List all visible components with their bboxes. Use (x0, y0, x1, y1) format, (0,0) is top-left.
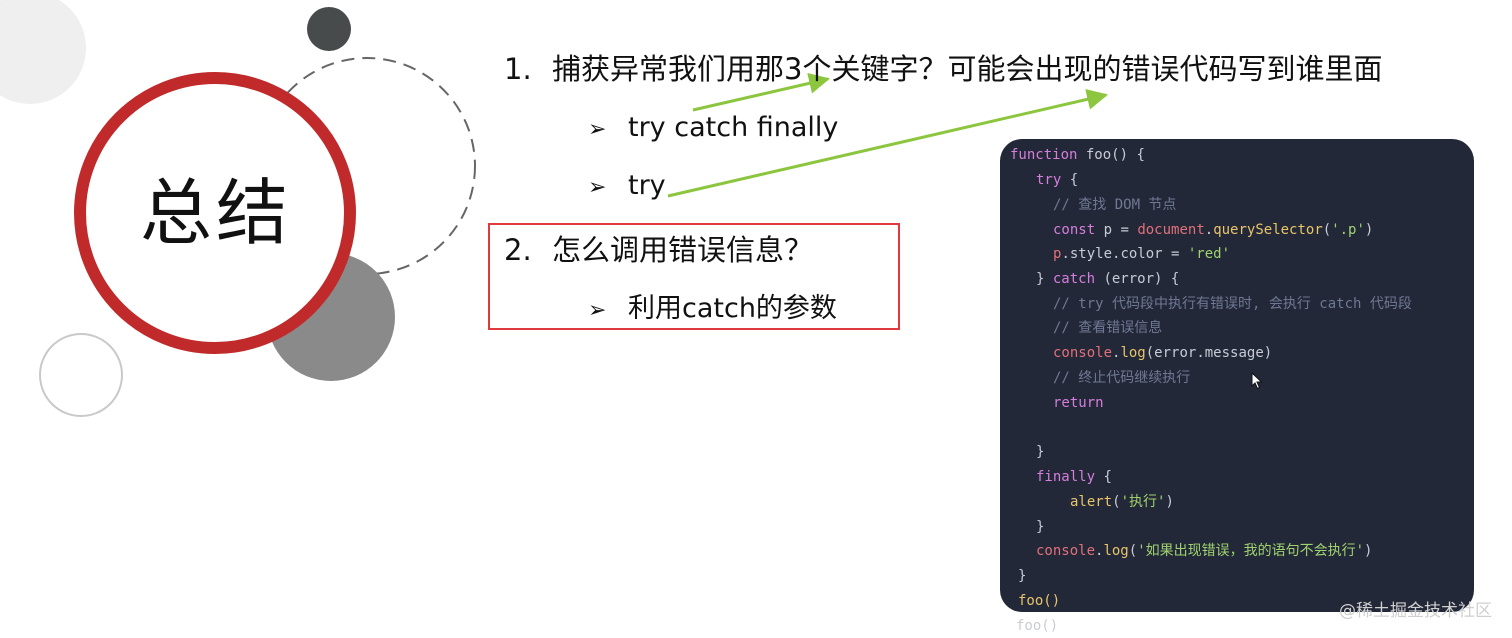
bullet-try-catch-finally: ➢ try catch finally (588, 109, 838, 149)
code-line-15: } (1036, 519, 1045, 535)
deco-circle-lightgray (0, 0, 86, 104)
code-line-9: console.log(error.message) (1053, 345, 1273, 361)
code-line-14: alert('执行') (1070, 494, 1174, 510)
code-line-17: } (1018, 568, 1027, 584)
bullet-arrow-icon: ➢ (588, 117, 607, 142)
mouse-cursor-icon (1251, 372, 1263, 390)
bullet-catch-param: ➢ 利用catch的参数 (588, 290, 837, 330)
code-line-12: } (1036, 444, 1045, 460)
bullet-text: try catch finally (628, 112, 839, 143)
deco-circle-outline (39, 333, 123, 417)
watermark: @稀土掘金技术社区 (1339, 601, 1492, 621)
code-line-1: function foo() { (1010, 147, 1145, 163)
bullet-try: ➢ try (588, 167, 666, 207)
code-screenshot-panel: function foo() { try { // 查找 DOM 节点 cons… (1000, 139, 1474, 612)
code-line-2: try { (1036, 172, 1079, 188)
bullet-text: try (628, 170, 666, 201)
annotation-arrow-2 (667, 89, 1109, 198)
code-line-7: // try 代码段中执行有错误时, 会执行 catch 代码段 (1053, 296, 1412, 312)
bullet-arrow-icon: ➢ (588, 175, 607, 200)
question-1-text: 捕获异常我们用那3个关键字？可能会出现的错误代码写到谁里面 (552, 52, 1383, 86)
deco-circle-darkgray (307, 7, 351, 51)
code-line-8: // 查看错误信息 (1053, 320, 1163, 336)
highlight-box (488, 223, 900, 330)
title-ring (74, 72, 356, 354)
code-line-3: // 查找 DOM 节点 (1053, 197, 1177, 213)
slide-title: 总结 (139, 171, 292, 255)
question-2-number: 2. (504, 233, 532, 267)
code-line-16: console.log('如果出现错误，我的语句不会执行') (1036, 543, 1373, 559)
code-reflection: foo() (1016, 618, 1059, 634)
code-line-11: return (1053, 395, 1104, 411)
annotation-arrow-1 (692, 72, 831, 112)
code-line-13: finally { (1036, 469, 1112, 485)
code-line-4: const p = document.querySelector('.p') (1053, 222, 1374, 238)
question-1-number: 1. (504, 52, 532, 86)
question-2: 2. 怎么调用错误信息？ (504, 230, 813, 270)
bullet-text: 利用catch的参数 (628, 293, 837, 324)
question-2-text: 怎么调用错误信息？ (552, 233, 814, 267)
code-line-10: // 终止代码继续执行 (1053, 370, 1191, 386)
bullet-arrow-icon: ➢ (588, 298, 607, 323)
code-line-5: p.style.color = 'red' (1053, 246, 1231, 262)
code-line-6: } catch (error) { (1036, 271, 1180, 287)
question-1: 1. 捕获异常我们用那3个关键字？可能会出现的错误代码写到谁里面 (504, 49, 1382, 89)
code-line-18: foo() (1018, 593, 1061, 609)
